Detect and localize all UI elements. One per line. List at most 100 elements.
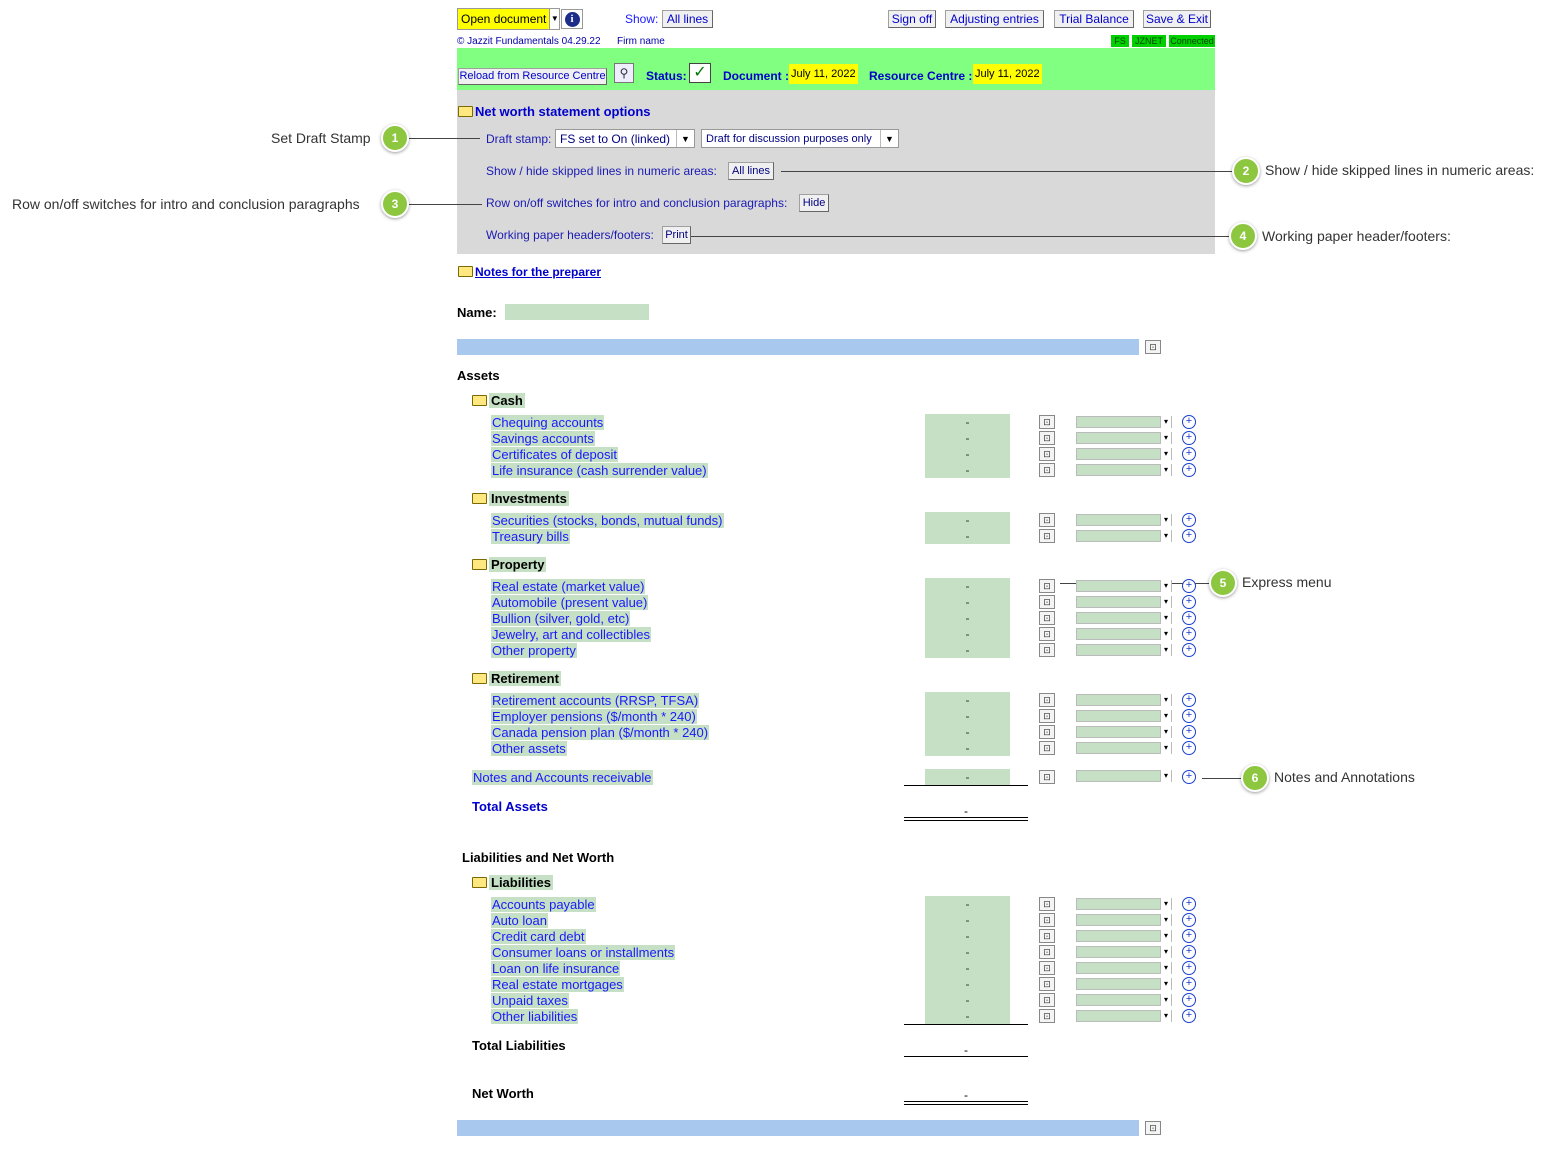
amount-field[interactable]: - (925, 414, 1010, 430)
link-tool-icon[interactable]: ⚲ (614, 63, 634, 83)
group-title[interactable]: Investments (472, 491, 569, 506)
add-note-icon[interactable]: + (1182, 627, 1196, 641)
express-menu-icon[interactable]: ⊡ (1039, 709, 1055, 723)
amount-field[interactable]: - (925, 512, 1010, 528)
annotation-select[interactable] (1076, 596, 1172, 608)
info-button[interactable]: i (561, 9, 583, 29)
intro-paragraph-bar[interactable] (457, 339, 1139, 355)
open-document-menu[interactable]: Open document ▼ (457, 8, 561, 30)
amount-field[interactable]: - (925, 896, 1010, 912)
draft-stamp-select[interactable]: FS set to On (linked) ▼ (555, 129, 695, 148)
annotation-select[interactable] (1076, 962, 1172, 974)
annotation-select[interactable] (1076, 726, 1172, 738)
express-menu-icon[interactable]: ⊡ (1039, 1009, 1055, 1023)
amount-field[interactable]: - (925, 1008, 1010, 1024)
reload-resource-centre-button[interactable]: Reload from Resource Centre (458, 68, 607, 85)
add-note-icon[interactable]: + (1182, 693, 1196, 707)
express-menu-icon[interactable]: ⊡ (1039, 961, 1055, 975)
annotation-select[interactable] (1076, 580, 1172, 592)
amount-field[interactable]: - (925, 960, 1010, 976)
annotation-select[interactable] (1076, 628, 1172, 640)
express-menu-icon[interactable]: ⊡ (1039, 741, 1055, 755)
annotation-select[interactable] (1076, 742, 1172, 754)
group-title[interactable]: Property (472, 557, 547, 572)
amount-field[interactable]: - (925, 578, 1010, 594)
chevron-down-icon[interactable]: ▼ (549, 9, 560, 29)
notes-receivable-amount[interactable]: - (925, 769, 1010, 785)
status-checkbox[interactable]: ✓ (689, 63, 711, 83)
add-note-icon[interactable]: + (1182, 913, 1196, 927)
express-menu-icon[interactable]: ⊡ (1039, 913, 1055, 927)
save-exit-button[interactable]: Save & Exit (1143, 10, 1211, 28)
headers-footers-button[interactable]: Print (662, 226, 691, 244)
express-menu-icon[interactable]: ⊡ (1039, 611, 1055, 625)
draft-text-select[interactable]: Draft for discussion purposes only ▼ (701, 129, 899, 148)
express-menu-icon[interactable]: ⊡ (1039, 770, 1055, 784)
amount-field[interactable]: - (925, 944, 1010, 960)
add-note-icon[interactable]: + (1182, 709, 1196, 723)
adjusting-entries-button[interactable]: Adjusting entries (945, 10, 1044, 28)
amount-field[interactable]: - (925, 692, 1010, 708)
annotation-select[interactable] (1076, 898, 1172, 910)
express-menu-icon[interactable]: ⊡ (1039, 725, 1055, 739)
trial-balance-button[interactable]: Trial Balance (1054, 10, 1134, 28)
annotation-select[interactable] (1076, 448, 1172, 460)
express-menu-icon[interactable]: ⊡ (1039, 627, 1055, 641)
annotation-select[interactable] (1076, 644, 1172, 656)
add-note-icon[interactable]: + (1182, 529, 1196, 543)
express-menu-icon[interactable]: ⊡ (1039, 945, 1055, 959)
annotation-select[interactable] (1076, 1010, 1172, 1022)
add-note-icon[interactable]: + (1182, 643, 1196, 657)
paragraph-menu-icon[interactable]: ⊡ (1145, 340, 1161, 354)
amount-field[interactable]: - (925, 708, 1010, 724)
add-note-icon[interactable]: + (1182, 447, 1196, 461)
express-menu-icon[interactable]: ⊡ (1039, 431, 1055, 445)
amount-field[interactable]: - (925, 976, 1010, 992)
express-menu-icon[interactable]: ⊡ (1039, 643, 1055, 657)
add-note-icon[interactable]: + (1182, 977, 1196, 991)
sign-off-button[interactable]: Sign off (888, 10, 936, 28)
annotation-select[interactable] (1076, 530, 1172, 542)
paragraph-menu-icon[interactable]: ⊡ (1145, 1121, 1161, 1135)
amount-field[interactable]: - (925, 724, 1010, 740)
add-note-icon[interactable]: + (1182, 741, 1196, 755)
conclusion-paragraph-bar[interactable] (457, 1120, 1139, 1136)
express-menu-icon[interactable]: ⊡ (1039, 579, 1055, 593)
name-input[interactable] (505, 304, 649, 320)
express-menu-icon[interactable]: ⊡ (1039, 929, 1055, 943)
express-menu-icon[interactable]: ⊡ (1039, 463, 1055, 477)
add-note-icon[interactable]: + (1182, 945, 1196, 959)
annotation-select[interactable] (1076, 770, 1172, 782)
annotation-select[interactable] (1076, 612, 1172, 624)
amount-field[interactable]: - (925, 462, 1010, 478)
add-note-icon[interactable]: + (1182, 579, 1196, 593)
add-note-icon[interactable]: + (1182, 770, 1196, 784)
add-note-icon[interactable]: + (1182, 725, 1196, 739)
express-menu-icon[interactable]: ⊡ (1039, 595, 1055, 609)
group-title[interactable]: Cash (472, 393, 525, 408)
express-menu-icon[interactable]: ⊡ (1039, 977, 1055, 991)
express-menu-icon[interactable]: ⊡ (1039, 897, 1055, 911)
add-note-icon[interactable]: + (1182, 595, 1196, 609)
add-note-icon[interactable]: + (1182, 431, 1196, 445)
add-note-icon[interactable]: + (1182, 929, 1196, 943)
add-note-icon[interactable]: + (1182, 993, 1196, 1007)
express-menu-icon[interactable]: ⊡ (1039, 513, 1055, 527)
skipped-lines-button[interactable]: All lines (728, 162, 774, 180)
add-note-icon[interactable]: + (1182, 1009, 1196, 1023)
options-title[interactable]: Net worth statement options (458, 104, 651, 119)
row-switch-button[interactable]: Hide (799, 194, 829, 212)
annotation-select[interactable] (1076, 946, 1172, 958)
annotation-select[interactable] (1076, 514, 1172, 526)
amount-field[interactable]: - (925, 430, 1010, 446)
amount-field[interactable]: - (925, 446, 1010, 462)
amount-field[interactable]: - (925, 610, 1010, 626)
annotation-select[interactable] (1076, 978, 1172, 990)
show-all-lines-button[interactable]: All lines (662, 10, 713, 28)
annotation-select[interactable] (1076, 930, 1172, 942)
annotation-select[interactable] (1076, 914, 1172, 926)
express-menu-icon[interactable]: ⊡ (1039, 693, 1055, 707)
annotation-select[interactable] (1076, 710, 1172, 722)
group-title[interactable]: Liabilities (472, 875, 553, 890)
express-menu-icon[interactable]: ⊡ (1039, 529, 1055, 543)
